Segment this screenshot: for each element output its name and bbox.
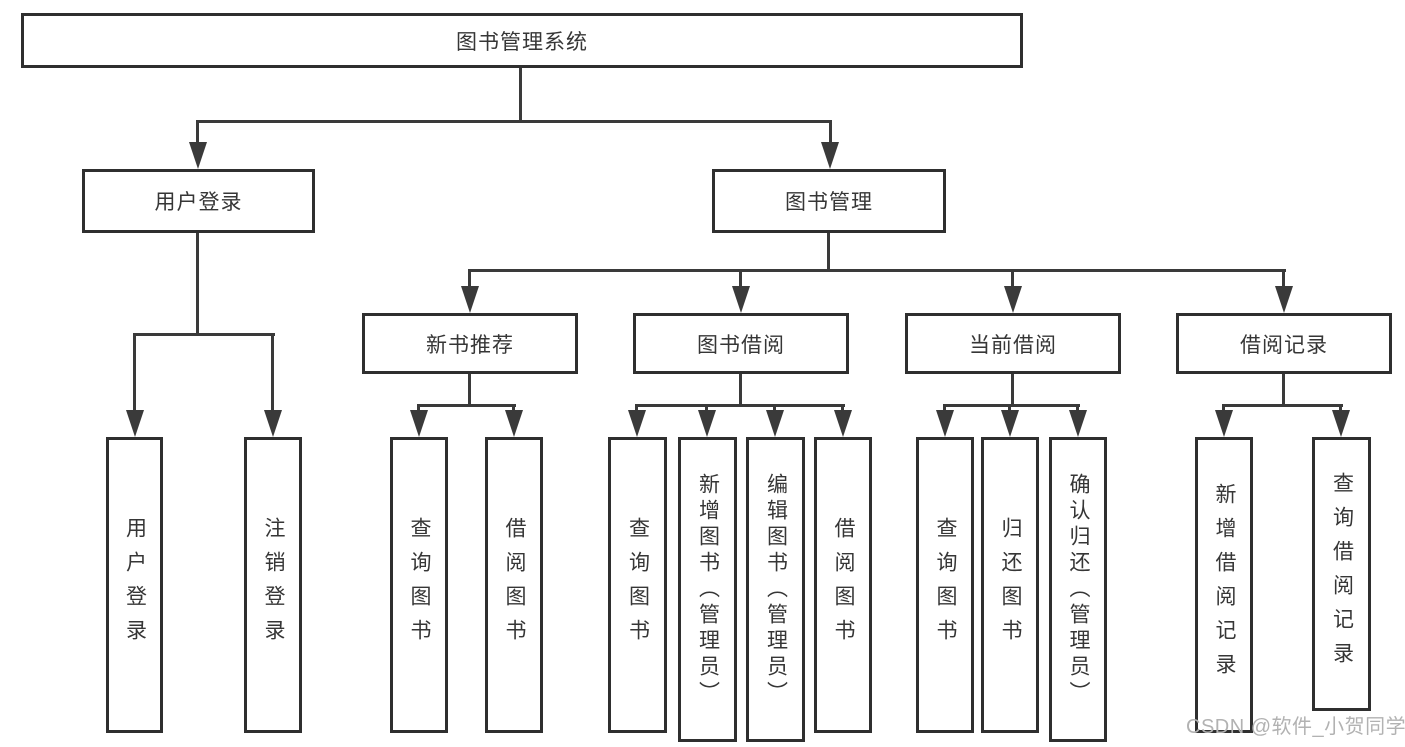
connector-line (196, 233, 199, 336)
connector-line (827, 233, 830, 272)
node-user-login: 用户登录 (82, 169, 315, 233)
leaf-borrow-book-borrow: 借阅图书 (814, 437, 872, 733)
leaf-query-borrow-record: 查询借阅记录 (1312, 437, 1371, 711)
arrow-down-icon (834, 410, 852, 437)
leaf-confirm-return-admin: 确认归还（管理员） (1049, 437, 1107, 742)
leaf-borrow-book-newrec: 借阅图书 (485, 437, 543, 733)
leaf-query-book-newrec: 查询图书 (390, 437, 448, 733)
node-label: 查询借阅记录 (1330, 472, 1354, 676)
node-book-management: 图书管理 (712, 169, 946, 233)
connector-line (739, 374, 742, 407)
arrow-down-icon (1275, 286, 1293, 313)
node-label: 用户登录 (154, 191, 243, 214)
leaf-query-book-current: 查询图书 (916, 437, 974, 733)
connector-line (468, 374, 471, 407)
node-label: 新增图书（管理员） (696, 472, 720, 707)
connector-line (271, 333, 274, 415)
connector-line (519, 68, 522, 120)
connector-line (1223, 404, 1343, 407)
arrow-down-icon (698, 410, 716, 437)
node-label: 新增借阅记录 (1213, 483, 1236, 687)
arrow-down-icon (1004, 286, 1022, 313)
connector-line (133, 333, 136, 415)
node-label: 确认归还（管理员） (1067, 472, 1090, 707)
leaf-return-book: 归还图书 (981, 437, 1039, 733)
connector-line (197, 120, 832, 123)
node-label: 借阅图书 (503, 517, 526, 653)
leaf-logout: 注销登录 (244, 437, 302, 733)
node-label: 新书推荐 (426, 333, 514, 357)
connector-line (1011, 269, 1014, 291)
arrow-down-icon (628, 410, 646, 437)
node-new-book-recommend: 新书推荐 (362, 313, 578, 374)
node-label: 注销登录 (262, 517, 285, 653)
arrow-down-icon (1001, 410, 1019, 437)
connector-line (468, 269, 471, 291)
connector-line (1282, 374, 1285, 407)
connector-line (1282, 269, 1285, 291)
arrow-down-icon (1215, 410, 1233, 437)
connector-line (1011, 374, 1014, 407)
arrow-down-icon (821, 142, 839, 169)
arrow-down-icon (461, 286, 479, 313)
node-label: 图书管理系统 (456, 30, 588, 54)
node-borrow-records: 借阅记录 (1176, 313, 1392, 374)
node-label: 图书借阅 (697, 333, 785, 357)
node-library-system: 图书管理系统 (21, 13, 1023, 68)
arrow-down-icon (1069, 410, 1087, 437)
arrow-down-icon (766, 410, 784, 437)
leaf-edit-book-admin: 编辑图书（管理员） (746, 437, 805, 742)
node-label: 用户登录 (123, 517, 147, 653)
node-label: 归还图书 (999, 517, 1022, 653)
node-label: 借阅图书 (832, 517, 855, 653)
node-book-borrow: 图书借阅 (633, 313, 849, 374)
connector-line (133, 333, 275, 336)
arrow-down-icon (189, 142, 207, 169)
arrow-down-icon (936, 410, 954, 437)
connector-line (944, 404, 1080, 407)
node-label: 当前借阅 (969, 333, 1057, 357)
node-current-borrow: 当前借阅 (905, 313, 1121, 374)
arrow-down-icon (732, 286, 750, 313)
arrow-down-icon (264, 410, 282, 437)
connector-line (739, 269, 742, 291)
node-label: 编辑图书（管理员） (764, 472, 788, 707)
leaf-query-book-borrow: 查询图书 (608, 437, 667, 733)
connector-line (418, 404, 516, 407)
arrow-down-icon (126, 410, 144, 437)
node-label: 图书管理 (785, 191, 873, 214)
connector-line (829, 120, 832, 150)
leaf-user-login: 用户登录 (106, 437, 163, 733)
watermark: CSDN @软件_小贺同学 (1186, 716, 1405, 738)
node-label: 查询图书 (934, 517, 957, 653)
node-label: 借阅记录 (1240, 333, 1328, 357)
arrow-down-icon (410, 410, 428, 437)
arrow-down-icon (1332, 410, 1350, 437)
leaf-add-borrow-record: 新增借阅记录 (1195, 437, 1253, 733)
node-label: 查询图书 (626, 517, 650, 653)
connector-line (468, 269, 1286, 272)
connector-line (636, 404, 845, 407)
connector-line (196, 120, 199, 150)
arrow-down-icon (505, 410, 523, 437)
leaf-add-book-admin: 新增图书（管理员） (678, 437, 737, 742)
node-label: 查询图书 (408, 517, 431, 653)
